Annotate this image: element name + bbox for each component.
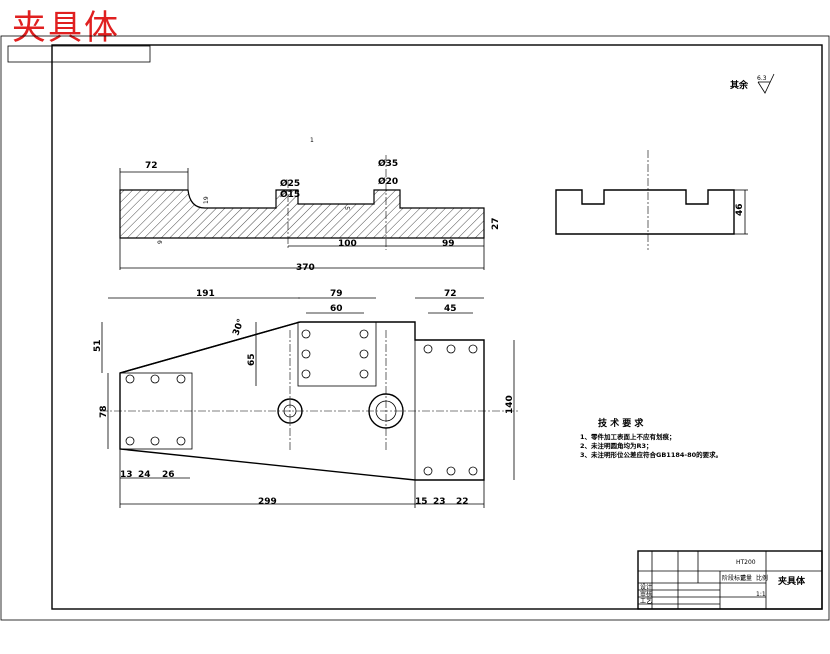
dim-plan-191: 191 xyxy=(196,289,215,299)
title-label: 重量 xyxy=(740,574,752,582)
dim-front-72: 72 xyxy=(145,161,158,171)
roughness-value: 6.3 xyxy=(757,75,767,82)
dim-plan-51: 51 xyxy=(93,339,103,352)
dim-front-1: 1 xyxy=(310,137,314,144)
dim-front-phi15: Ø15 xyxy=(280,189,300,200)
title-part-name: 夹具体 xyxy=(778,575,806,587)
tech-req-title: 技 术 要 求 xyxy=(598,417,644,429)
dim-plan-299: 299 xyxy=(258,497,277,507)
title-block: 夹具体 HT200 1:1 设计 审核 工艺 阶段标记 重量 比例 xyxy=(637,550,823,610)
dim-plan-45: 45 xyxy=(444,304,457,314)
dim-plan-22: 22 xyxy=(456,497,469,507)
dim-plan-79: 79 xyxy=(330,289,343,299)
dim-front-19: 19 xyxy=(203,196,210,204)
dim-plan-13: 13 xyxy=(120,470,133,480)
dim-plan-26: 26 xyxy=(162,470,175,480)
dim-front-phi25: Ø25 xyxy=(280,178,300,189)
title-label: 比例 xyxy=(756,574,768,582)
inner-frame xyxy=(51,44,823,610)
tech-req-item: 1、零件加工表面上不应有划痕； xyxy=(580,432,676,441)
side-view: 46 xyxy=(555,150,748,250)
dim-plan-60: 60 xyxy=(330,304,343,314)
title-label: 设计 xyxy=(640,583,652,591)
title-label: 工艺 xyxy=(640,597,652,605)
dim-front-100: 100 xyxy=(338,239,357,249)
dim-plan-140: 140 xyxy=(505,395,515,414)
technical-requirements: 技 术 要 求 1、零件加工表面上不应有划痕； 2、未注明圆角均为R3； 3、未… xyxy=(580,417,722,459)
dim-front-phi20: Ø20 xyxy=(378,176,398,187)
dim-front-99: 99 xyxy=(442,239,455,249)
dim-plan-72: 72 xyxy=(444,289,457,299)
roughness-symbol: 其余 6.3 xyxy=(730,73,775,94)
title-scale: 1:1 xyxy=(756,591,766,598)
dim-front-370: 370 xyxy=(296,263,315,273)
plan-view: 191 79 60 72 45 51 65 30° 78 140 13 24 2… xyxy=(93,289,520,508)
dim-plan-24: 24 xyxy=(138,470,151,480)
dim-front-5: 5 xyxy=(345,206,352,210)
title-tag-box xyxy=(7,45,151,63)
dim-plan-15: 15 xyxy=(415,497,428,507)
title-label: 阶段标记 xyxy=(722,574,746,582)
roughness-label: 其余 xyxy=(730,79,749,91)
bolt-holes xyxy=(125,329,478,476)
dim-plan-65: 65 xyxy=(247,353,257,366)
dim-front-9: 9 xyxy=(157,240,164,244)
outer-frame xyxy=(0,35,830,621)
tech-req-item: 2、未注明圆角均为R3； xyxy=(580,441,653,450)
title-label: 审核 xyxy=(640,590,652,598)
tech-req-item: 3、未注明形位公差应符合GB1184-80的要求。 xyxy=(580,450,722,459)
dim-side-46: 46 xyxy=(735,203,745,216)
dim-plan-30deg: 30° xyxy=(231,318,246,337)
dim-plan-78: 78 xyxy=(99,405,109,418)
dim-front-phi35: Ø35 xyxy=(378,158,398,169)
overlay-title: 夹具体 xyxy=(12,8,120,48)
dim-plan-23: 23 xyxy=(433,497,446,507)
title-material: HT200 xyxy=(736,559,756,566)
dim-front-27: 27 xyxy=(491,217,501,230)
front-section-view: 72 19 Ø25 Ø15 Ø35 Ø20 5 100 99 370 9 27 … xyxy=(119,137,501,273)
